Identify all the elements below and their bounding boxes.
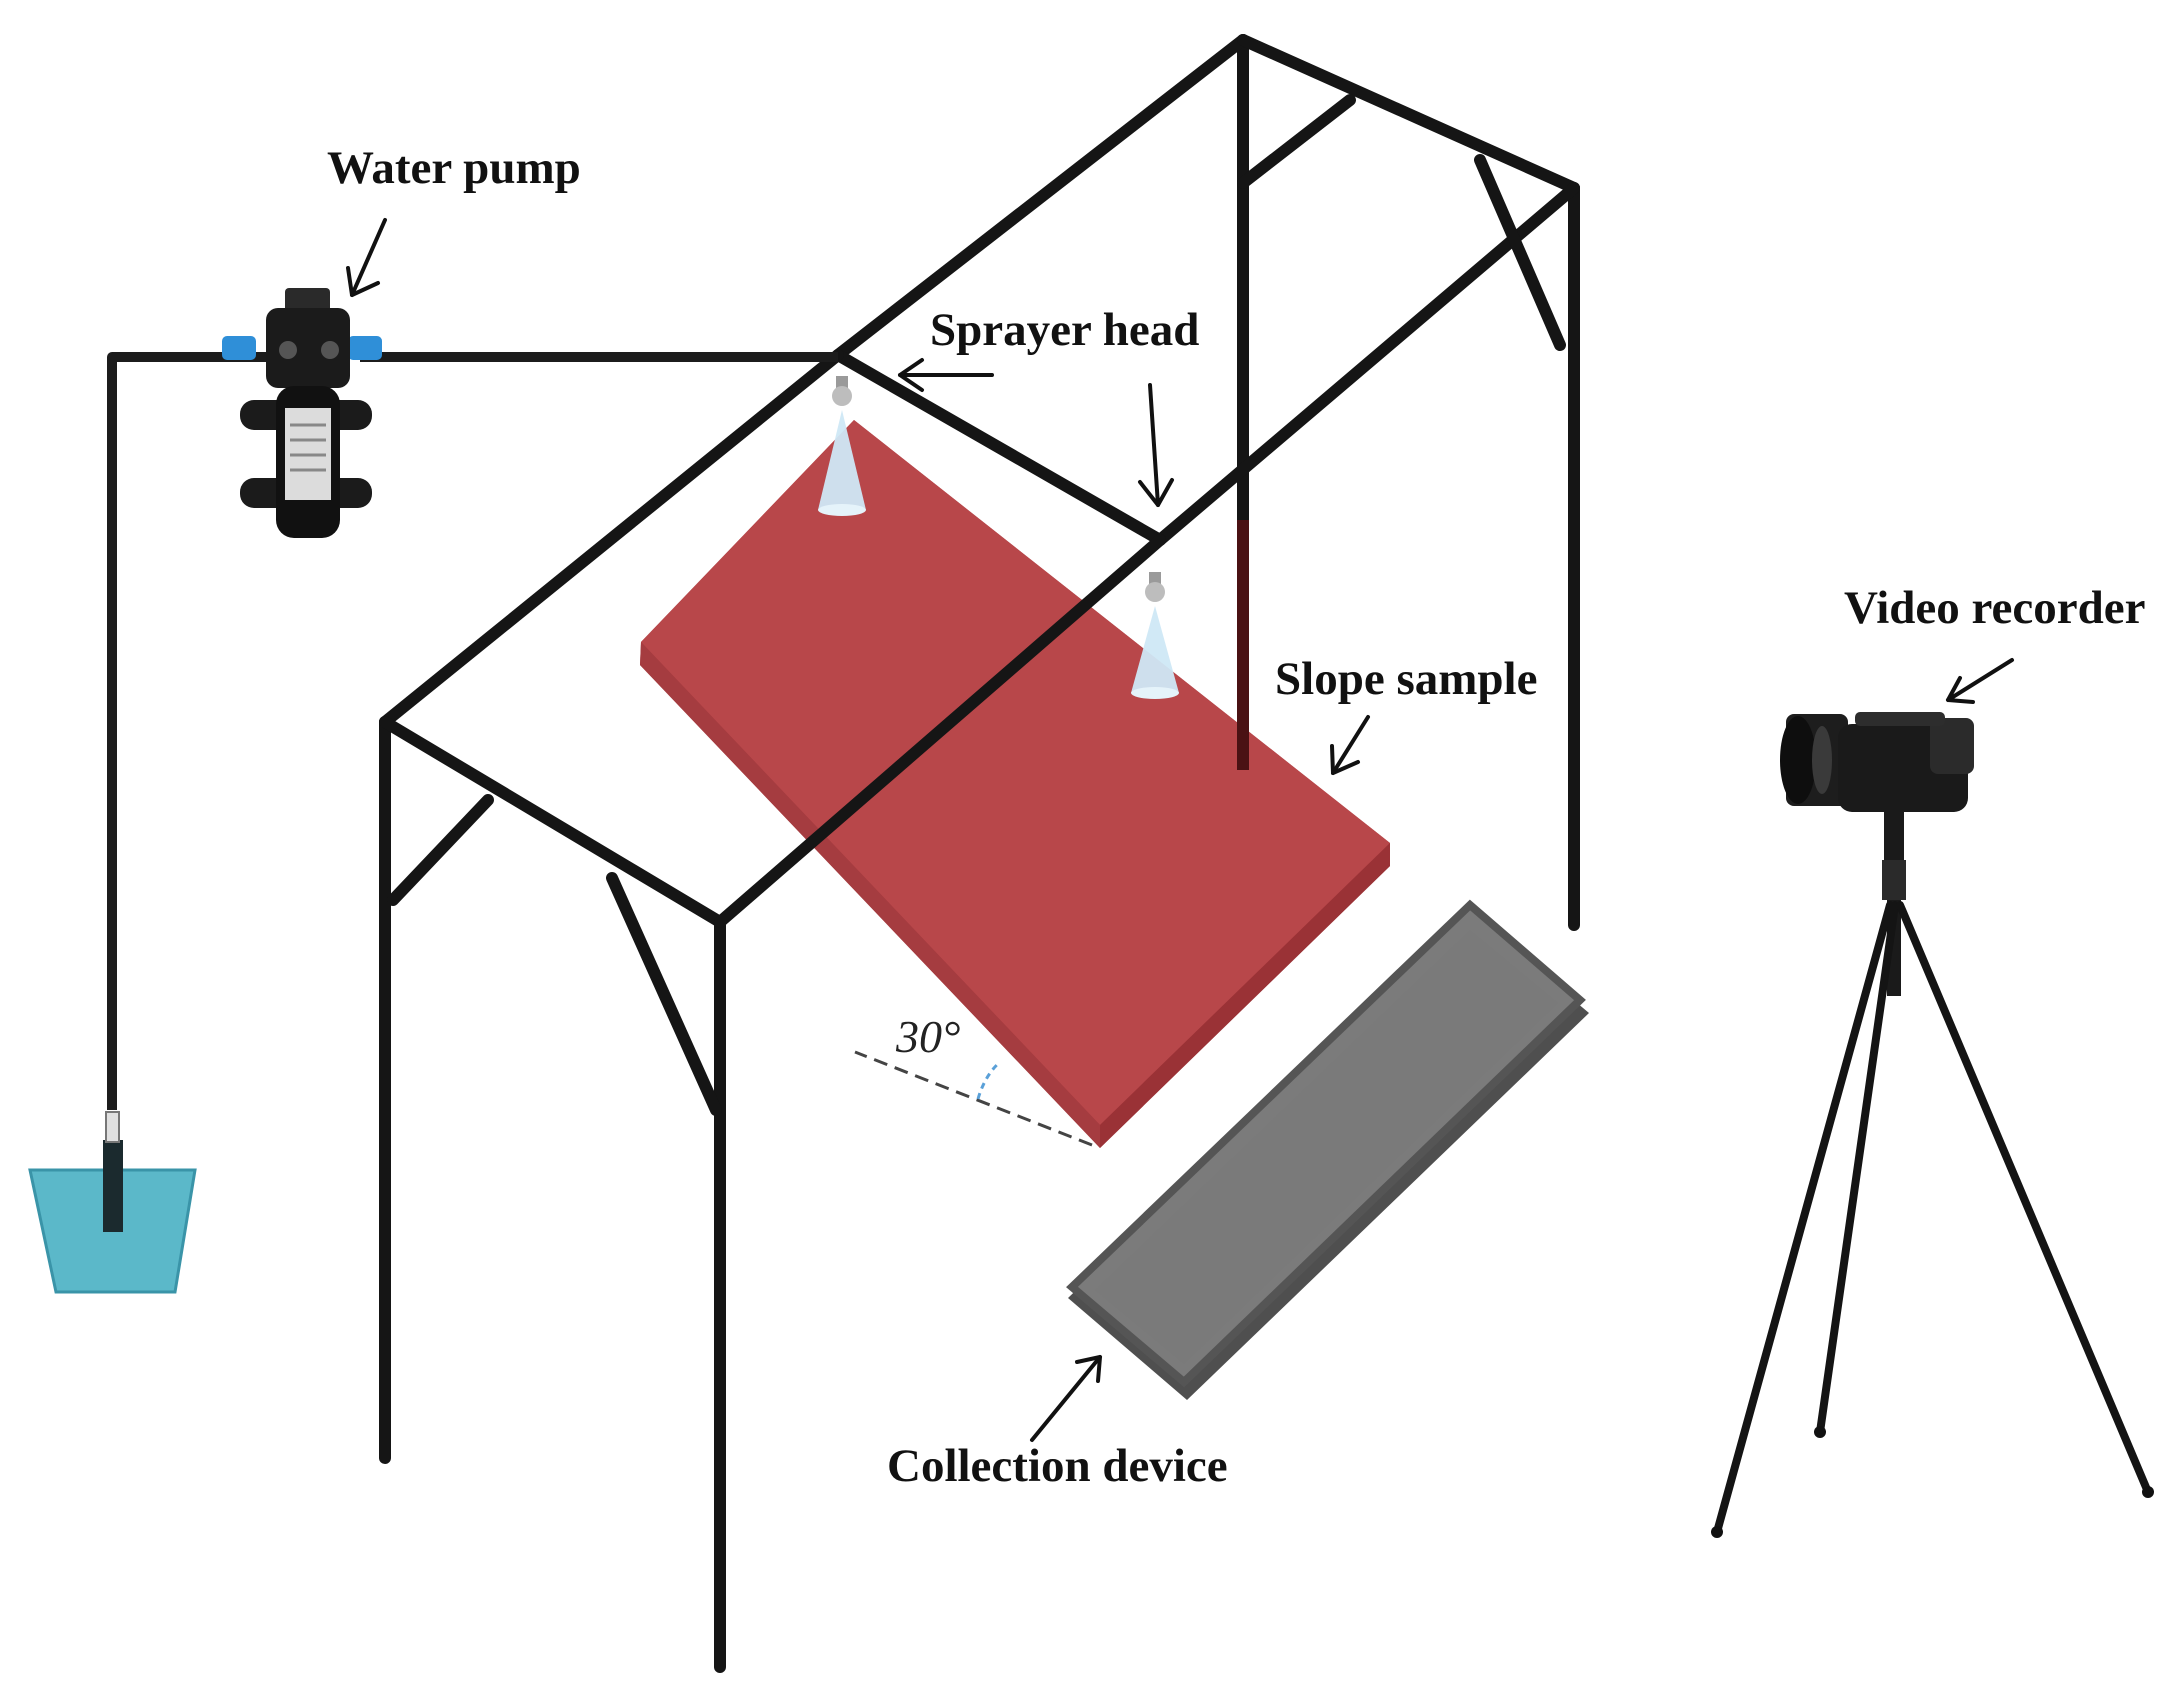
collection-device: [1066, 899, 1589, 1400]
video-recorder-label: Video recorder: [1844, 582, 2145, 634]
slope-sample: [640, 420, 1390, 1148]
pointer-arrows: [346, 218, 2014, 1442]
angle-marker: 30°: [854, 1011, 1093, 1147]
sprayer-head-icon: [1131, 572, 1179, 699]
frame-structure: [832, 34, 1580, 931]
tripod-icon: [1711, 806, 2154, 1538]
video-camera-icon: [1780, 712, 1974, 812]
water-pump-label: Water pump: [327, 142, 581, 194]
slope-sample-label: Slope sample: [1275, 653, 1537, 705]
collection-device-label: Collection device: [887, 1440, 1228, 1492]
water-bucket-icon: [28, 1111, 197, 1294]
water-pump-icon: [222, 288, 382, 538]
frame-structure-front: [379, 349, 1166, 1673]
angle-label: 30°: [895, 1011, 960, 1062]
sprayer-head-icon: [818, 376, 866, 516]
sprayer-head-label: Sprayer head: [930, 304, 1199, 356]
